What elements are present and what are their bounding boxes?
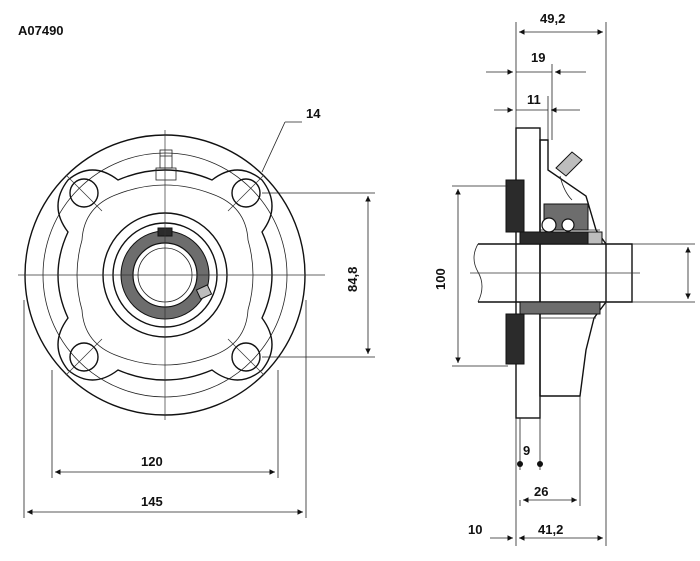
grease-nipple bbox=[155, 149, 177, 181]
housing-outline bbox=[57, 169, 273, 381]
inner-ring-bottom bbox=[519, 301, 601, 315]
dim-bolt-hole: 14 bbox=[306, 106, 321, 121]
dim-41-2: 41,2 bbox=[538, 522, 563, 537]
set-screw bbox=[587, 231, 603, 245]
front-view: 14 84,8 120 145 bbox=[18, 106, 375, 518]
ball bbox=[541, 217, 557, 233]
dim-bolt-vertical: 84,8 bbox=[345, 267, 360, 292]
dim-19: 19 bbox=[531, 50, 545, 65]
dim-outer: 145 bbox=[141, 494, 163, 509]
ball-right bbox=[561, 218, 575, 232]
housing-section-upper bbox=[505, 179, 525, 233]
housing-body bbox=[539, 139, 607, 397]
grease-fitting bbox=[555, 151, 583, 177]
dim-9: 9 bbox=[523, 443, 530, 458]
dim-9-arrow-left bbox=[517, 461, 523, 467]
bolt-holes bbox=[65, 174, 265, 376]
housing-section-lower bbox=[505, 313, 525, 365]
dim-bolt-circle: 120 bbox=[141, 454, 163, 469]
dim-total-width: 49,2 bbox=[540, 11, 565, 26]
housing-inner-outline bbox=[76, 184, 254, 366]
dim-10: 10 bbox=[468, 522, 482, 537]
side-view: 100 49,2 19 11 9 26 10 41, bbox=[433, 11, 695, 546]
dim-26: 26 bbox=[534, 484, 548, 499]
dim-9-arrow-right bbox=[537, 461, 543, 467]
dim-11: 11 bbox=[527, 92, 541, 107]
set-screw-side bbox=[195, 284, 213, 300]
part-code: A07490 bbox=[18, 23, 64, 38]
dim-height: 100 bbox=[433, 268, 448, 290]
